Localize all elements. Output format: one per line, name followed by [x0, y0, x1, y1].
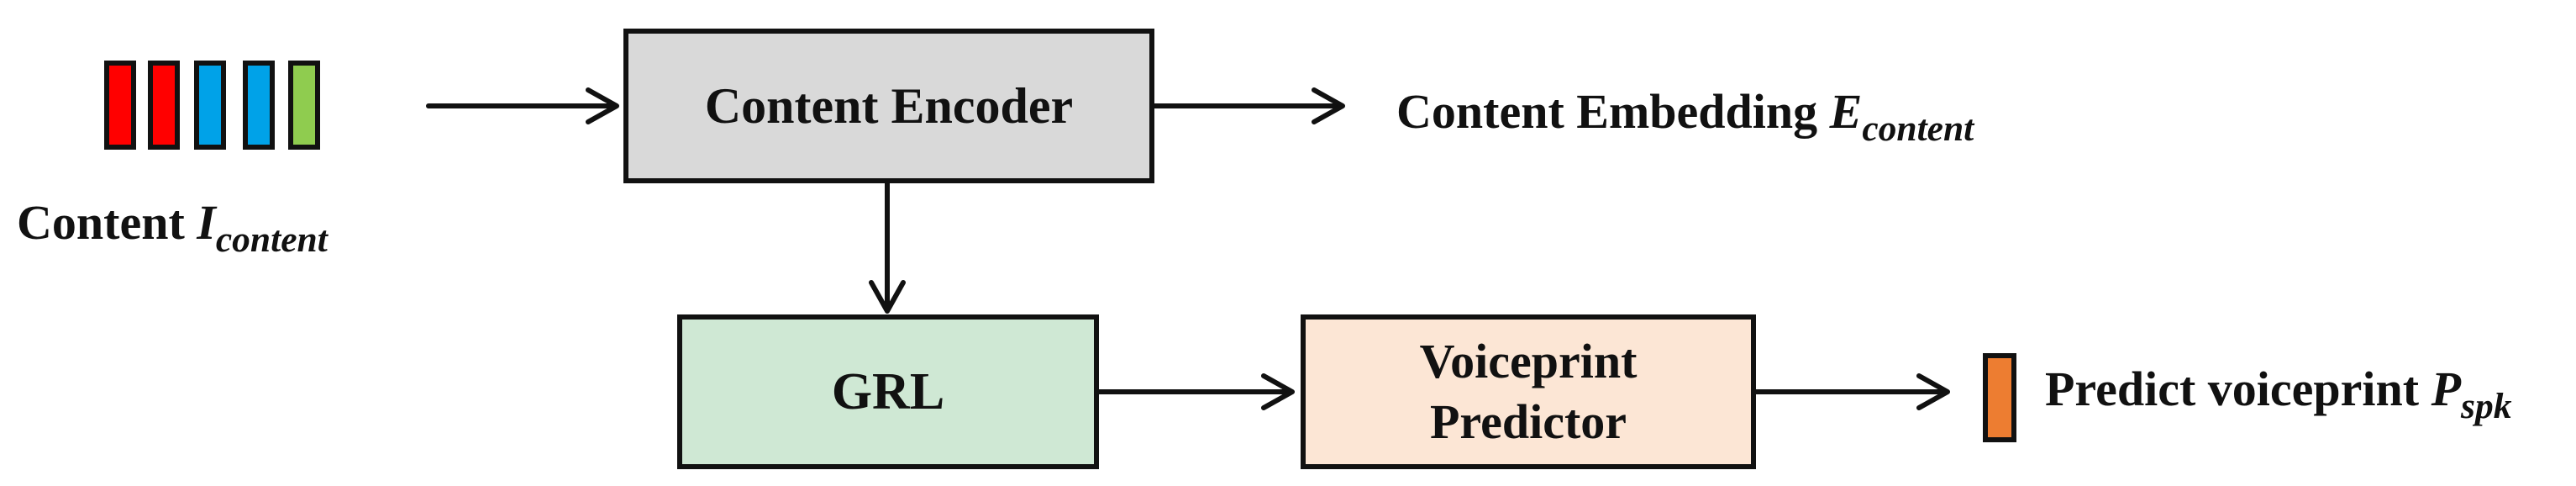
output-label-subscript: spk	[2461, 386, 2512, 427]
embedding-label-symbol: E	[1829, 84, 1863, 139]
input-label-prefix: Content	[17, 195, 197, 250]
arrowhead-predictor-to-output	[1916, 373, 1950, 410]
output-voiceprint-marker	[1983, 353, 2016, 442]
voiceprint-predictor-box: Voiceprint Predictor	[1301, 314, 1756, 469]
voiceprint-predictor-line1: Voiceprint	[1419, 333, 1638, 388]
embedding-label-prefix: Content Embedding	[1396, 84, 1830, 139]
output-label-symbol: P	[2431, 362, 2462, 416]
input-cell	[194, 61, 226, 150]
arrowhead-input-to-encoder	[586, 87, 619, 124]
arrowhead-encoder-to-grl	[869, 280, 906, 314]
input-label-subscript: content	[215, 219, 328, 261]
content-encoder-box: Content Encoder	[623, 29, 1154, 183]
output-label: Predict voiceprint Pspk	[2045, 365, 2511, 425]
content-encoder-label: Content Encoder	[704, 77, 1074, 134]
input-cell	[148, 61, 180, 150]
embedding-label-subscript: content	[1862, 108, 1974, 150]
arrowhead-grl-to-predictor	[1261, 373, 1295, 410]
input-label-symbol: I	[197, 195, 216, 250]
grl-box: GRL	[677, 314, 1099, 469]
output-label-prefix: Predict voiceprint	[2045, 362, 2431, 416]
input-cell	[243, 61, 275, 150]
grl-label: GRL	[831, 362, 945, 420]
input-label: Content Icontent	[17, 198, 328, 259]
input-cell	[288, 61, 320, 150]
voiceprint-predictor-line2: Predictor	[1429, 394, 1627, 449]
arrowhead-encoder-to-embedding	[1312, 87, 1345, 124]
input-cell	[104, 61, 136, 150]
embedding-label: Content Embedding Econtent	[1396, 87, 1974, 148]
